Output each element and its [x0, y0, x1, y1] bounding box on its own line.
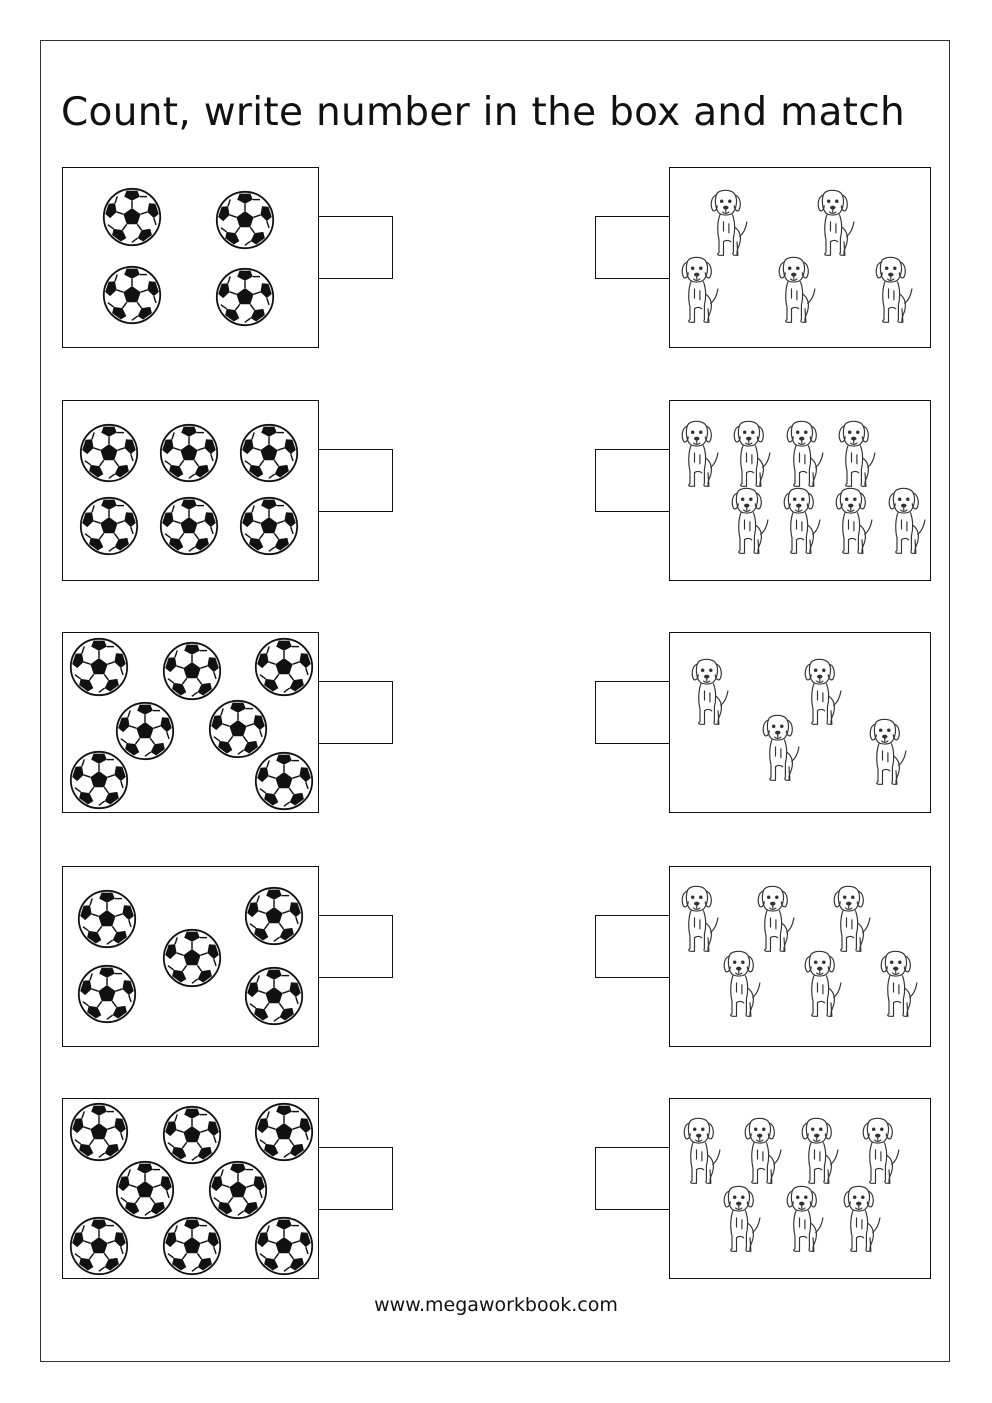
- puppy-icon: [778, 484, 824, 561]
- ball-answer-box-5[interactable]: [318, 1147, 393, 1210]
- puppy-icon: [864, 715, 910, 792]
- puppy-icon: [718, 947, 764, 1024]
- puppy-icon: [676, 417, 722, 494]
- ball-answer-box-3[interactable]: [318, 681, 393, 744]
- soccer-ball-icon: [254, 1102, 314, 1167]
- puppy-answer-box-5[interactable]: [595, 1147, 670, 1210]
- soccer-ball-icon: [162, 641, 222, 706]
- puppy-icon: [705, 186, 751, 263]
- soccer-ball-icon: [244, 886, 304, 951]
- puppy-answer-box-3[interactable]: [595, 681, 670, 744]
- puppy-icon: [739, 1114, 785, 1191]
- ball-panel-3: [62, 632, 319, 813]
- puppy-icon: [799, 655, 845, 732]
- soccer-ball-icon: [162, 1216, 222, 1281]
- ball-answer-box-4[interactable]: [318, 915, 393, 978]
- puppy-icon: [883, 484, 929, 561]
- soccer-ball-icon: [239, 496, 299, 561]
- ball-panel-4: [62, 866, 319, 1047]
- puppy-icon: [686, 655, 732, 732]
- soccer-ball-icon: [215, 267, 275, 332]
- soccer-ball-icon: [77, 889, 137, 954]
- puppy-answer-box-4[interactable]: [595, 915, 670, 978]
- soccer-ball-icon: [159, 496, 219, 561]
- soccer-ball-icon: [69, 1102, 129, 1167]
- soccer-ball-icon: [159, 423, 219, 488]
- puppy-icon: [781, 417, 827, 494]
- ball-panel-2: [62, 400, 319, 581]
- puppy-icon: [773, 253, 819, 330]
- puppy-icon: [875, 947, 921, 1024]
- puppy-icon: [718, 1182, 764, 1259]
- soccer-ball-icon: [79, 496, 139, 561]
- worksheet-title: Count, write number in the box and match: [61, 90, 906, 135]
- puppy-icon: [676, 882, 722, 959]
- soccer-ball-icon: [239, 423, 299, 488]
- puppy-panel-2: [669, 400, 931, 581]
- puppy-icon: [726, 484, 772, 561]
- soccer-ball-icon: [102, 265, 162, 330]
- puppy-answer-box-2[interactable]: [595, 449, 670, 512]
- puppy-icon: [830, 484, 876, 561]
- soccer-ball-icon: [79, 423, 139, 488]
- soccer-ball-icon: [254, 637, 314, 702]
- soccer-ball-icon: [215, 190, 275, 255]
- puppy-icon: [678, 1114, 724, 1191]
- puppy-icon: [781, 1182, 827, 1259]
- soccer-ball-icon: [69, 750, 129, 815]
- puppy-icon: [676, 253, 722, 330]
- soccer-ball-icon: [102, 187, 162, 252]
- soccer-ball-icon: [162, 928, 222, 993]
- puppy-icon: [857, 1114, 903, 1191]
- puppy-panel-4: [669, 866, 931, 1047]
- puppy-icon: [833, 417, 879, 494]
- puppy-icon: [799, 947, 845, 1024]
- soccer-ball-icon: [254, 1216, 314, 1281]
- soccer-ball-icon: [77, 964, 137, 1029]
- soccer-ball-icon: [69, 1216, 129, 1281]
- puppy-icon: [870, 253, 916, 330]
- puppy-answer-box-1[interactable]: [595, 216, 670, 279]
- puppy-icon: [757, 711, 803, 788]
- puppy-icon: [796, 1114, 842, 1191]
- ball-panel-5: [62, 1098, 319, 1279]
- puppy-panel-1: [669, 167, 931, 348]
- soccer-ball-icon: [244, 966, 304, 1031]
- soccer-ball-icon: [69, 637, 129, 702]
- puppy-icon: [812, 186, 858, 263]
- ball-answer-box-2[interactable]: [318, 449, 393, 512]
- puppy-panel-3: [669, 632, 931, 813]
- puppy-icon: [838, 1182, 884, 1259]
- worksheet-border: [40, 40, 950, 1362]
- puppy-panel-5: [669, 1098, 931, 1279]
- website-footer: www.megaworkbook.com: [374, 1294, 618, 1316]
- ball-answer-box-1[interactable]: [318, 216, 393, 279]
- ball-panel-1: [62, 167, 319, 348]
- puppy-icon: [728, 417, 774, 494]
- soccer-ball-icon: [254, 751, 314, 816]
